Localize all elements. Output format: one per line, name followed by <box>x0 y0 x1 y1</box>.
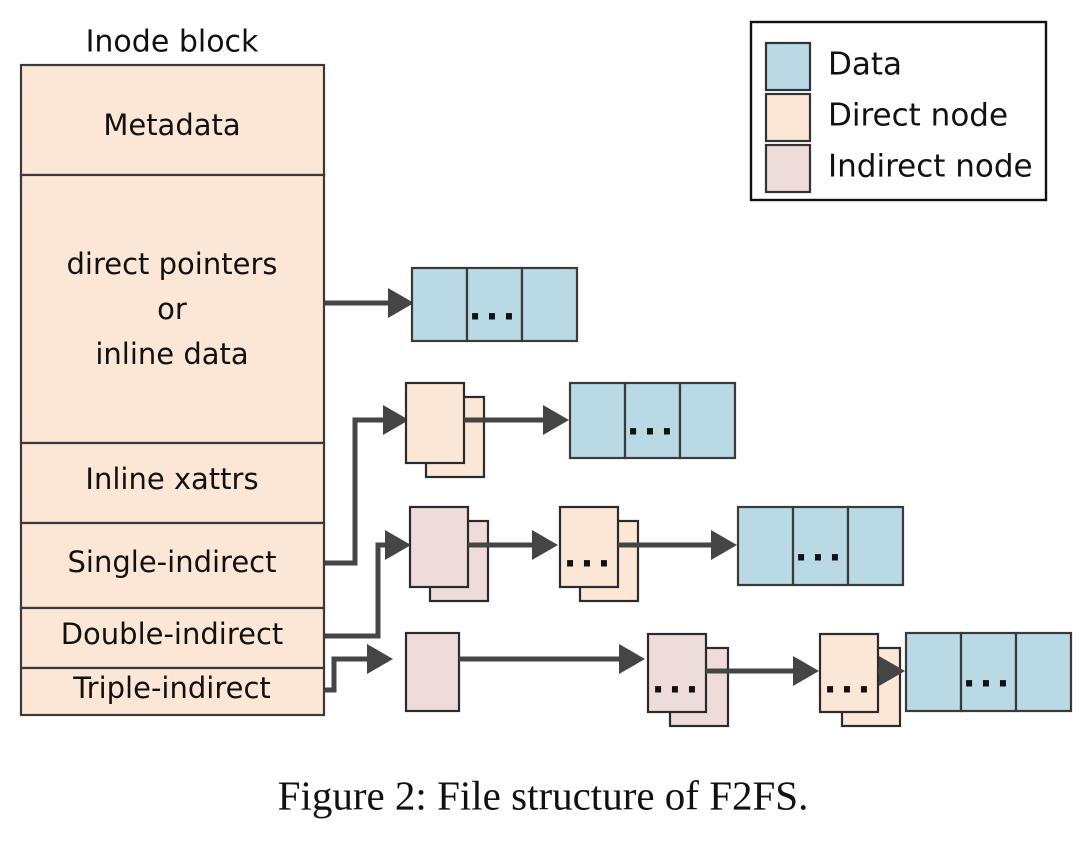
connector-triple-indirect-seg2 <box>706 656 819 686</box>
data-block-cell[interactable] <box>846 505 905 587</box>
connector-triple-indirect-to-data <box>878 656 905 686</box>
figure-caption: Figure 2: File structure of F2FS. <box>278 772 809 818</box>
direct-node-stack-triple-indirect: ... <box>818 632 902 728</box>
inode-row-label-direct-pointers-line1: direct pointers <box>67 247 278 281</box>
inode-row-label-metadata: Metadata <box>103 108 240 142</box>
data-block-cell[interactable] <box>678 381 737 460</box>
data-block-cell[interactable] <box>736 505 795 587</box>
direct-node-front-card[interactable] <box>404 381 466 465</box>
inode-row-triple-indirect[interactable] <box>19 666 326 717</box>
inode-row-label-inline-xattrs: Inline xattrs <box>85 462 258 496</box>
inode-row-label-single-indirect: Single-indirect <box>68 545 277 579</box>
indirect-node-front-card[interactable] <box>408 505 470 589</box>
indirect-node-card[interactable] <box>404 631 461 713</box>
connector-double-indirect <box>325 530 411 639</box>
connector-triple-indirect-seg1 <box>459 644 645 674</box>
inode-row-label-triple-indirect: Triple-indirect <box>72 671 271 705</box>
inode-block: Metadata direct pointers or inline data … <box>19 63 326 717</box>
data-block-cell[interactable] <box>520 266 579 343</box>
direct-node-stack-single-indirect <box>404 381 486 479</box>
direct-node-stack-double-indirect: ... <box>558 505 640 603</box>
inode-row-direct-pointers[interactable] <box>19 173 326 445</box>
indirect-node-stack-double-indirect <box>408 505 490 603</box>
data-block-cell[interactable] <box>623 381 682 460</box>
data-blocks-triple-indirect: ... <box>904 631 1073 713</box>
ellipsis-label: ... <box>795 530 846 570</box>
inode-row-inline-xattrs[interactable] <box>19 441 326 525</box>
data-block-cell[interactable] <box>904 631 963 713</box>
inode-block-title: Inode block <box>86 25 259 60</box>
indirect-node-front-card[interactable] <box>646 632 708 714</box>
indirect-node-stack-triple-indirect: ... <box>646 632 730 728</box>
ellipsis-label: ... <box>652 662 703 702</box>
ellipsis-label: ... <box>564 536 615 576</box>
ellipsis-label: ... <box>963 656 1014 696</box>
direct-node-front-card[interactable] <box>818 632 880 714</box>
inode-row-metadata[interactable] <box>19 63 326 177</box>
ellipsis-label: ... <box>469 289 520 329</box>
data-blocks-direct: ... <box>410 266 579 343</box>
legend-swatch-indirect-node[interactable] <box>764 143 812 194</box>
inode-row-label-direct-pointers-line2: or <box>157 292 187 326</box>
connector-single-indirect-to-data <box>464 405 569 435</box>
legend-label-direct-node: Direct node <box>828 98 1008 134</box>
connector-triple-indirect <box>325 644 393 693</box>
legend-swatch-direct-node[interactable] <box>764 92 812 143</box>
inode-row-label-direct-pointers-line3: inline data <box>95 337 248 371</box>
inode-row-label-double-indirect: Double-indirect <box>61 617 284 651</box>
connector-double-indirect-mid <box>468 530 558 560</box>
data-block-cell[interactable] <box>1014 631 1073 713</box>
indirect-node-single-triple-indirect <box>404 631 461 713</box>
legend: Data Direct node Indirect node <box>749 20 1048 202</box>
inode-row-single-indirect[interactable] <box>19 521 326 610</box>
data-block-cell[interactable] <box>410 266 469 343</box>
legend-label-data: Data <box>828 47 902 83</box>
data-blocks-single-indirect: ... <box>568 381 737 460</box>
connector-direct-pointers <box>325 288 414 318</box>
data-block-cell[interactable] <box>959 631 1018 713</box>
connector-double-indirect-to-data <box>618 530 737 560</box>
data-blocks-double-indirect: ... <box>736 505 905 587</box>
ellipsis-label: ... <box>627 404 678 444</box>
ellipsis-label: ... <box>824 662 875 702</box>
legend-swatch-data[interactable] <box>764 41 812 92</box>
connector-single-indirect <box>325 405 409 566</box>
data-block-cell[interactable] <box>568 381 627 460</box>
legend-label-indirect-node: Indirect node <box>828 149 1033 185</box>
data-block-cell[interactable] <box>791 505 850 587</box>
